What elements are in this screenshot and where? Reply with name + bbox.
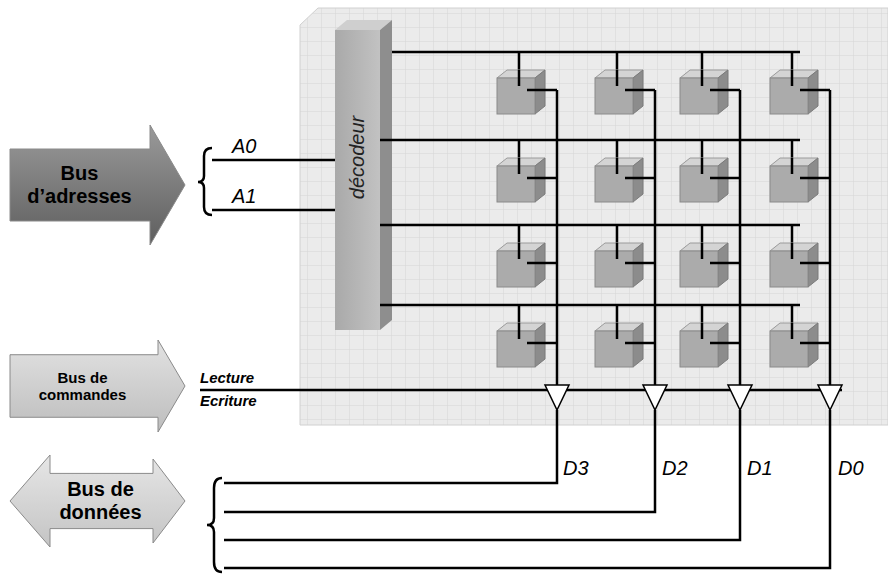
memory-cell <box>595 225 655 287</box>
data-line-label: D0 <box>838 457 864 479</box>
memory-cell <box>497 305 557 367</box>
address-line-label: A1 <box>232 185 256 207</box>
bit-lines <box>557 90 830 386</box>
address-line-label: A0 <box>232 135 256 157</box>
bus-label: Bus de données <box>46 478 155 524</box>
bus-label: Bus de commandes <box>23 369 143 404</box>
data-line-label: D1 <box>747 457 773 479</box>
memory-cell <box>497 225 557 287</box>
data-line-label: D3 <box>563 457 589 479</box>
memory-cells <box>497 52 830 367</box>
memory-cell <box>680 140 740 202</box>
word-lines <box>380 52 800 305</box>
address-bus-arrow: Bus d’adresses <box>10 125 185 245</box>
memory-cell <box>680 52 740 114</box>
command-bus-arrow: Bus de commandes <box>10 340 185 432</box>
data-wires <box>207 410 830 572</box>
address-wires <box>198 148 335 215</box>
memory-cell <box>680 305 740 367</box>
memory-cell <box>497 140 557 202</box>
memory-cell <box>595 305 655 367</box>
decoder-label: décodeur <box>346 116 369 199</box>
tristate-buffers <box>545 385 842 410</box>
memory-cell <box>770 140 830 202</box>
data-bus-arrow: Bus de données <box>10 455 185 547</box>
memory-panel <box>300 8 888 425</box>
memory-cell <box>770 225 830 287</box>
memory-cell <box>497 52 557 114</box>
decoder-side <box>380 20 392 330</box>
memory-cell <box>770 52 830 114</box>
memory-cell <box>595 140 655 202</box>
memory-cell <box>595 52 655 114</box>
memory-cell <box>770 305 830 367</box>
data-line-label: D2 <box>662 457 688 479</box>
command-signal-label: Ecriture <box>200 393 257 410</box>
bus-label: Bus d’adresses <box>16 162 143 208</box>
memory-cell <box>680 225 740 287</box>
decoder: décodeur <box>335 30 380 330</box>
command-signal-label: Lecture <box>200 370 254 387</box>
